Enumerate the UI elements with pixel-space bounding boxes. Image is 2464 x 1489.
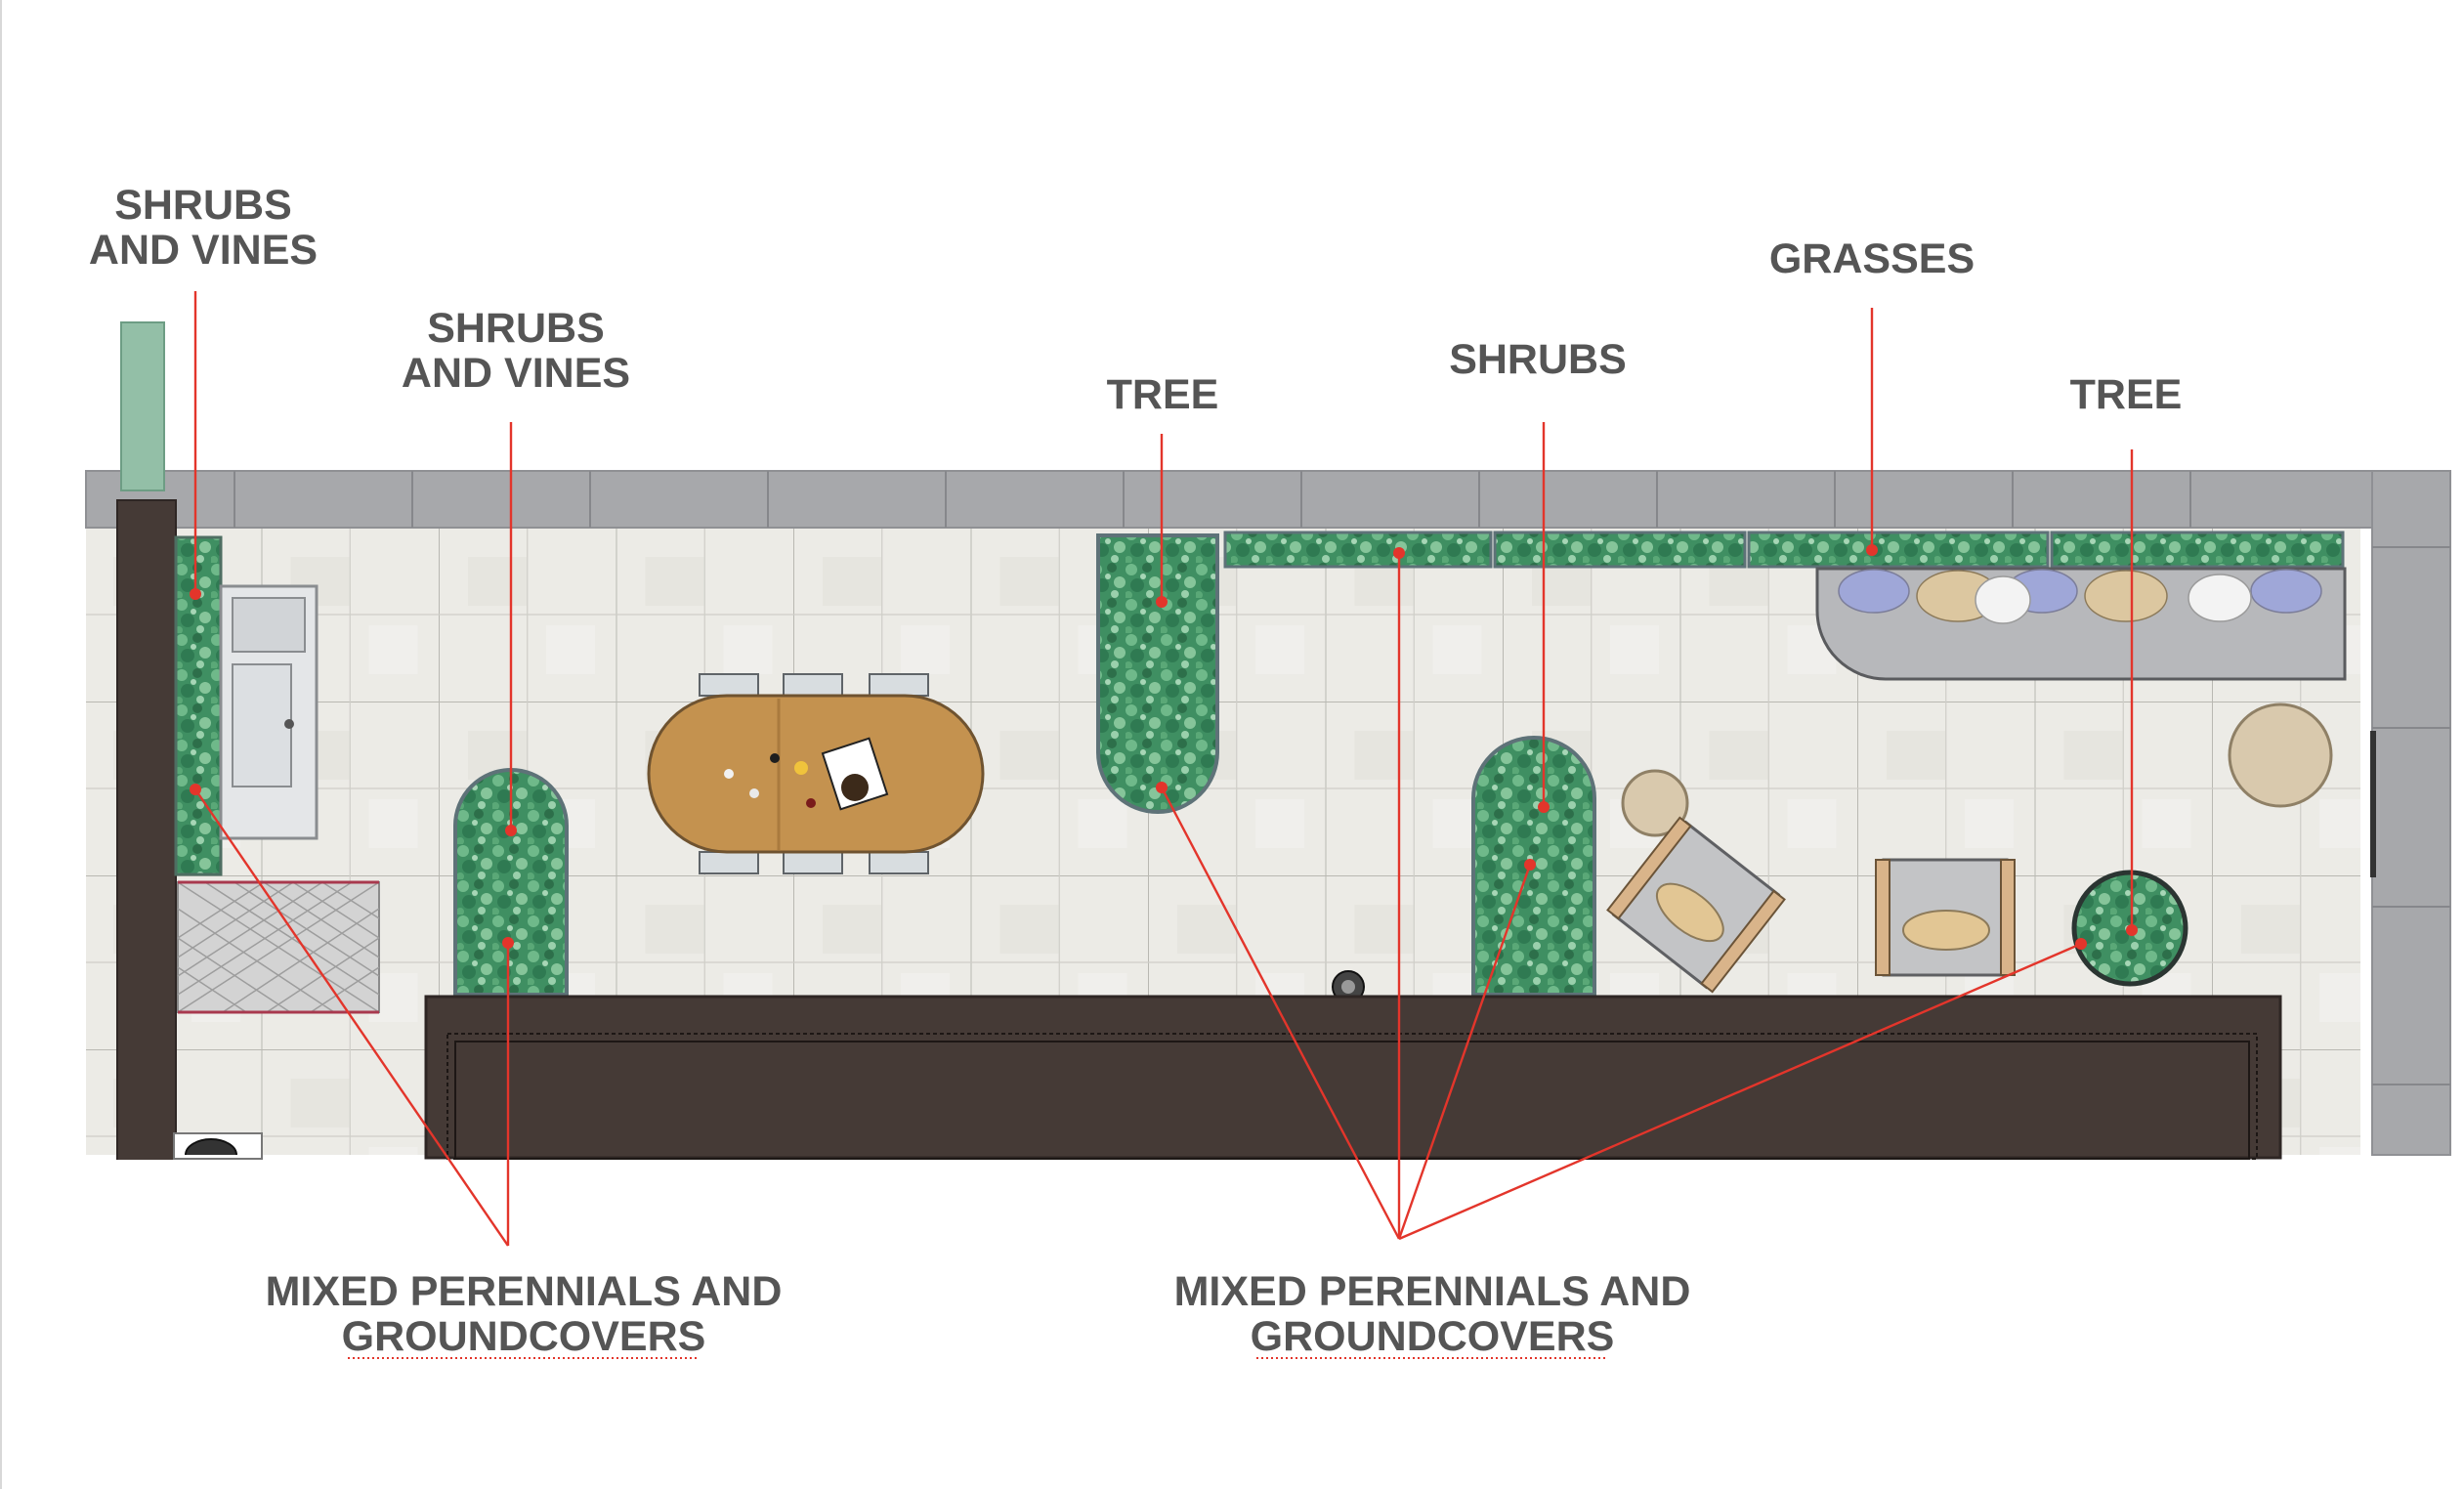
house-building xyxy=(424,995,2282,1160)
plan-bottom-mask xyxy=(84,1160,2458,1489)
label-shrubs-vines-left-line1: SHRUBS xyxy=(114,182,292,229)
wall-coping-joints xyxy=(234,471,2191,528)
floor-drain-grate xyxy=(1341,980,1355,994)
boundary-wall-right xyxy=(2371,470,2451,1156)
gate xyxy=(2370,731,2376,877)
dining-set xyxy=(647,673,985,874)
stairs-grating xyxy=(177,880,380,1014)
fence-post xyxy=(120,321,165,491)
planter-arch-mid-left xyxy=(453,768,569,997)
boundary-wall-top xyxy=(85,470,2373,529)
label-perennials-right-line2: GROUNDCOVERS xyxy=(1251,1313,1615,1360)
grill xyxy=(173,1132,263,1160)
planter-linear-top xyxy=(1223,531,2345,569)
label-shrubs-vines-mid-line1: SHRUBS xyxy=(427,305,605,352)
planter-left-strip xyxy=(174,535,223,876)
planter-tree-left xyxy=(1096,533,1219,814)
right-wall-joints xyxy=(2372,546,2450,1085)
built-in-bench xyxy=(1815,567,2347,681)
lounge-chair-left xyxy=(1606,816,1786,994)
label-grasses: GRASSES xyxy=(1769,235,1975,282)
label-perennials-left-line1: MIXED PERENNIALS AND xyxy=(266,1268,783,1315)
label-shrubs: SHRUBS xyxy=(1449,336,1627,383)
label-shrubs-vines-left-line2: AND VINES xyxy=(89,227,318,274)
lounge-chair-right xyxy=(1875,858,2016,977)
side-table-mid xyxy=(1621,769,1689,837)
label-tree-right: TREE xyxy=(2070,371,2183,418)
house-wall-left xyxy=(116,499,177,1166)
side-table-right xyxy=(2228,702,2333,808)
label-shrubs-vines-mid-line2: AND VINES xyxy=(402,350,630,397)
leader-lines xyxy=(190,291,2138,1247)
label-perennials-left-line2: GROUNDCOVERS xyxy=(342,1313,706,1360)
outdoor-kitchen xyxy=(219,584,319,840)
label-tree-left: TREE xyxy=(1107,371,1219,418)
label-perennials-right-line1: MIXED PERENNIALS AND xyxy=(1174,1268,1691,1315)
